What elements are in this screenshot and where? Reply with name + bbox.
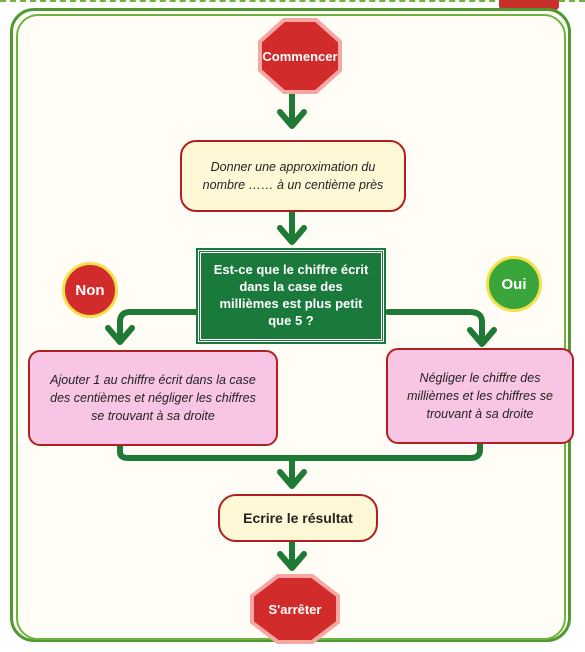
start-terminal: Commencer [262, 22, 338, 90]
arrowhead-yes [467, 327, 497, 347]
result-text: Ecrire le résultat [243, 509, 353, 526]
arrowhead-result [277, 469, 307, 489]
stop-label: S'arrêter [268, 601, 322, 617]
arrowhead-stop [277, 551, 307, 571]
no-action-box: Ajouter 1 au chiffre écrit dans la case … [28, 350, 278, 446]
arrowhead-no [105, 325, 135, 345]
result-step: Ecrire le résultat [218, 494, 378, 542]
yes-badge: Oui [486, 256, 542, 312]
no-badge: Non [62, 262, 118, 318]
arrowhead-step1 [277, 109, 307, 129]
decision-text: Est-ce que le chiffre écrit dans la case… [213, 262, 369, 328]
approximation-step: Donner une approximation du nombre …… à … [180, 140, 406, 212]
yes-action-text: Négliger le chiffre des millièmes et les… [407, 370, 553, 422]
yes-action-box: Négliger le chiffre des millièmes et les… [386, 348, 574, 444]
top-dashed-border [0, 0, 585, 2]
start-label: Commencer [262, 48, 338, 64]
decision-box: Est-ce que le chiffre écrit dans la case… [196, 248, 386, 344]
no-label: Non [75, 281, 105, 299]
approximation-text: Donner une approximation du nombre …… à … [202, 159, 384, 192]
arrowhead-decision [277, 225, 307, 245]
corner-tab [499, 0, 559, 10]
no-action-text: Ajouter 1 au chiffre écrit dans la case … [50, 372, 256, 424]
stop-terminal: S'arrêter [254, 578, 336, 640]
yes-label: Oui [501, 275, 527, 293]
